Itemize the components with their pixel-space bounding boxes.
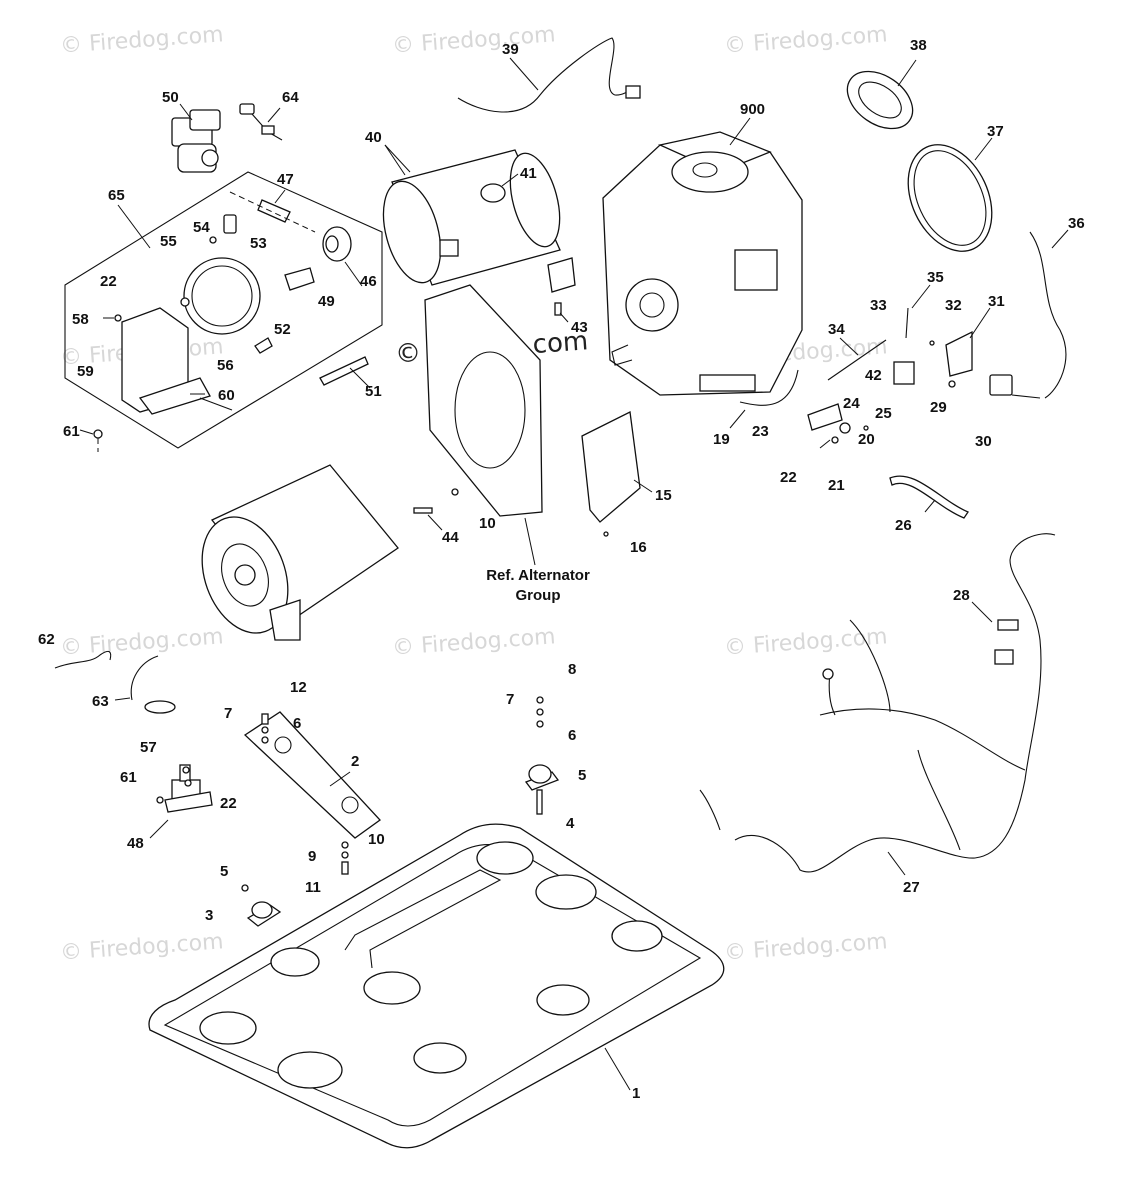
alternator-frame-icon: [424, 284, 543, 517]
hose-26: [889, 475, 969, 519]
callout-20: 20: [858, 431, 875, 448]
relay-icon: [989, 374, 1013, 396]
callout-25: 25: [875, 405, 892, 422]
callout-60: 60: [218, 387, 235, 404]
base-plate-icon: [148, 823, 725, 1149]
callout-22: 22: [220, 795, 237, 812]
bracket-31: [945, 330, 973, 377]
callout-28: 28: [953, 587, 970, 604]
ref-note-line1: Ref. Alternator: [486, 567, 590, 584]
ref-note-line2: Group: [515, 587, 561, 604]
callout-9: 9: [308, 848, 317, 865]
callout-34: 34: [828, 321, 845, 338]
callout-23: 23: [752, 423, 769, 440]
callout-57: 57: [140, 739, 157, 756]
callout-39: 39: [502, 41, 519, 58]
callout-16: 16: [630, 539, 647, 556]
callout-41: 41: [520, 165, 537, 182]
harness-39: [457, 37, 637, 113]
callout-52: 52: [274, 321, 291, 338]
callout-7: 7: [506, 691, 515, 708]
cable-63: [130, 655, 159, 701]
callout-47: 47: [277, 171, 294, 188]
muffler-icon: [382, 149, 576, 293]
callout-49: 49: [318, 293, 335, 310]
solenoid-valve-icon: [171, 109, 221, 173]
callout-58: 58: [72, 311, 89, 328]
regulator-icon: [180, 257, 261, 335]
callout-33: 33: [870, 297, 887, 314]
callout-2: 2: [351, 753, 360, 770]
callout-10: 10: [479, 515, 496, 532]
callout-8: 8: [568, 661, 577, 678]
callout-5: 5: [578, 767, 587, 784]
cable-62: [54, 650, 112, 669]
cable-19: [739, 369, 799, 406]
wiring-harness-icon: [699, 533, 1056, 873]
callout-37: 37: [987, 123, 1004, 140]
callout-36: 36: [1068, 215, 1085, 232]
callout-7: 7: [224, 705, 233, 722]
callout-6: 6: [568, 727, 577, 744]
ring-37: [907, 144, 993, 252]
callout-50: 50: [162, 89, 179, 106]
callout-62: 62: [38, 631, 55, 648]
callout-40: 40: [365, 129, 382, 146]
callout-51: 51: [365, 383, 382, 400]
callout-15: 15: [655, 487, 672, 504]
callout-44: 44: [442, 529, 459, 546]
cable-36: [1029, 231, 1067, 399]
connector-icon: [239, 103, 283, 141]
callout-12: 12: [290, 679, 307, 696]
callout-31: 31: [988, 293, 1005, 310]
callout-900: 900: [740, 101, 766, 118]
callout-26: 26: [895, 517, 912, 534]
callout-59: 59: [77, 363, 94, 380]
callout-4: 4: [566, 815, 575, 832]
callout-21: 21: [828, 477, 845, 494]
callout-56: 56: [217, 357, 234, 374]
callout-29: 29: [930, 399, 947, 416]
engine-icon: [602, 131, 803, 396]
callout-46: 46: [360, 273, 377, 290]
callout-61: 61: [63, 423, 80, 440]
callout-48: 48: [127, 835, 144, 852]
callout-10: 10: [368, 831, 385, 848]
callout-19: 19: [713, 431, 730, 448]
bracket-icon: [121, 307, 211, 415]
callout-11: 11: [305, 879, 321, 896]
shroud-15: [581, 411, 641, 523]
callout-24: 24: [843, 395, 860, 412]
callout-61: 61: [120, 769, 137, 786]
callout-6: 6: [293, 715, 302, 732]
group-box-65: [64, 171, 383, 449]
callout-1: 1: [632, 1085, 641, 1102]
callout-35: 35: [927, 269, 944, 286]
callout-38: 38: [910, 37, 927, 54]
stator-icon: [201, 464, 399, 641]
callout-5: 5: [220, 863, 229, 880]
callout-22: 22: [780, 469, 797, 486]
callout-63: 63: [92, 693, 109, 710]
callout-43: 43: [571, 319, 588, 336]
callout-3: 3: [205, 907, 214, 924]
callout-53: 53: [250, 235, 267, 252]
callout-64: 64: [282, 89, 299, 106]
callout-32: 32: [945, 297, 962, 314]
callout-22: 22: [100, 273, 117, 290]
air-filter-icon: [846, 70, 914, 130]
callout-42: 42: [865, 367, 882, 384]
callout-27: 27: [903, 879, 920, 896]
callout-30: 30: [975, 433, 992, 450]
callout-54: 54: [193, 219, 210, 236]
callout-65: 65: [108, 187, 125, 204]
ref-alternator-note: Ref. Alternator Group: [478, 566, 598, 606]
callout-55: 55: [160, 233, 177, 250]
